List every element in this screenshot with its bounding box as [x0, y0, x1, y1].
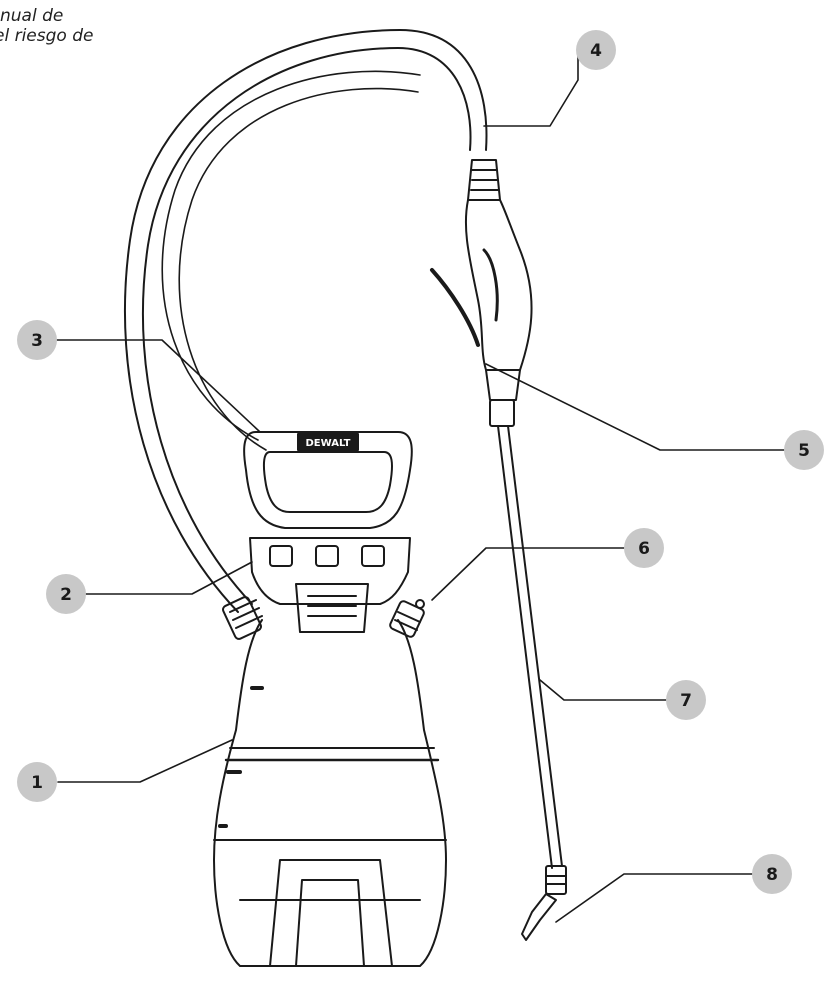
- callout-badges: 1 2 3 4 5 6 7 8: [17, 30, 824, 894]
- pump-head: [249, 537, 411, 633]
- callout-1: 1: [17, 762, 57, 802]
- callout-8-label: 8: [766, 865, 778, 885]
- carry-handle: [243, 431, 413, 529]
- cropped-text-line-2: el riesgo de: [0, 26, 94, 46]
- callout-4: 4: [576, 30, 616, 70]
- callout-7-label: 7: [680, 691, 692, 711]
- leader-line-8: [555, 873, 755, 923]
- leader-line-6: [431, 547, 625, 601]
- callout-2-label: 2: [60, 585, 72, 605]
- relief-valve: [389, 599, 425, 638]
- leader-line-5: [485, 363, 785, 451]
- nozzle: [521, 865, 567, 941]
- leader-line-4: [483, 49, 579, 127]
- cropped-text-line-1: nual de: [0, 6, 64, 26]
- hose: [124, 29, 488, 613]
- hose-fitting-left: [222, 596, 263, 640]
- cropped-manual-text: nual de el riesgo de: [0, 6, 140, 46]
- callout-2: 2: [46, 574, 86, 614]
- tank-body: [213, 619, 447, 967]
- leader-line-3: [53, 339, 261, 433]
- callout-4-label: 4: [590, 41, 602, 61]
- callout-6: 6: [624, 528, 664, 568]
- callout-5: 5: [784, 430, 824, 470]
- leader-line-7: [539, 679, 667, 701]
- callout-8: 8: [752, 854, 792, 894]
- leader-lines: [53, 49, 785, 923]
- wand-handle: [430, 159, 533, 427]
- callout-7: 7: [666, 680, 706, 720]
- callout-5-label: 5: [798, 441, 810, 461]
- leader-line-2: [83, 561, 253, 595]
- callout-1-label: 1: [31, 773, 43, 793]
- callout-3: 3: [17, 320, 57, 360]
- handle-logo-text: DEWALT: [306, 438, 351, 449]
- wand: [497, 425, 563, 869]
- callout-3-label: 3: [31, 331, 43, 351]
- callout-6-label: 6: [638, 539, 650, 559]
- leader-line-1: [57, 739, 233, 783]
